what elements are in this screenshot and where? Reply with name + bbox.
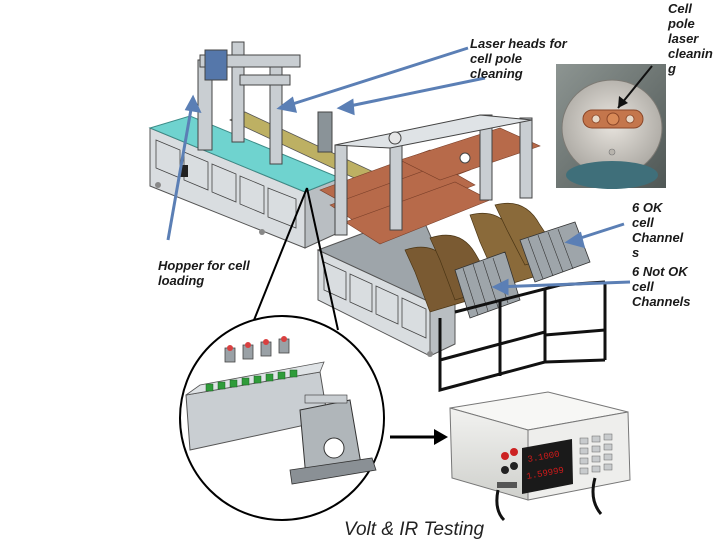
- callout-lines: [166, 46, 631, 296]
- gantry-left: [197, 41, 301, 165]
- laser-heads-label: Laser heads for cell pole cleaning: [470, 36, 590, 81]
- ok-channels-line-1: 6 OK: [632, 200, 663, 215]
- not-ok-channels-line-3: Channels: [632, 294, 691, 309]
- cell-pole-line-4: cleanin: [668, 46, 713, 61]
- zoom-to-meter-arrow: [390, 429, 448, 445]
- hopper-line-1: Hopper for cell: [158, 258, 250, 273]
- meter-display-panel: [522, 439, 573, 494]
- not-ok-channels-line-1: 6 Not OK: [632, 264, 688, 279]
- volt-ir-testing-caption: Volt & IR Testing: [344, 519, 485, 540]
- cell-pole-line-1: Cell: [668, 1, 692, 16]
- cell-pole-photo: [556, 64, 666, 189]
- ok-channels-line-3: Channel: [632, 230, 684, 245]
- ok-channels-line-4: s: [632, 245, 640, 260]
- laser-heads-line-3: cleaning: [470, 66, 523, 81]
- control-panel: [180, 165, 188, 177]
- gantry-right: [317, 111, 533, 236]
- hopper-line-2: loading: [158, 273, 205, 288]
- meter-terminals: [497, 448, 518, 488]
- laser-heads-line-1: Laser heads for: [470, 36, 567, 51]
- volt-ir-meter: 3.1000 1.59999: [449, 391, 631, 522]
- laser-heads-line-2: cell pole: [470, 51, 523, 66]
- right-cabinet-doors: [323, 261, 427, 339]
- ok-channels-label: 6 OK cell Channel s: [632, 200, 712, 260]
- cell-body: [566, 161, 658, 189]
- meter-keypad: [579, 433, 613, 475]
- zoom-mechanism: [185, 336, 377, 485]
- not-ok-channels-line-2: cell: [632, 279, 654, 294]
- cell-pole-line-3: laser: [668, 31, 699, 46]
- machine-feet: [155, 182, 433, 357]
- cell-pole-line-5: g: [668, 61, 676, 76]
- production-machine: [148, 41, 607, 392]
- not-ok-channels-label: 6 Not OK cell Channels: [632, 264, 712, 309]
- cell-pole-line-2: pole: [668, 16, 695, 31]
- hopper-label: Hopper for cell loading: [158, 258, 278, 288]
- cell-pole-laser-label: Cell pole laser cleanin g: [668, 1, 714, 76]
- not-ok-channel-tray: [454, 251, 521, 319]
- meter-feet: [495, 477, 603, 522]
- ok-channels-line-2: cell: [632, 215, 654, 230]
- pole-center: [606, 112, 620, 126]
- zoom-detail: [179, 187, 385, 521]
